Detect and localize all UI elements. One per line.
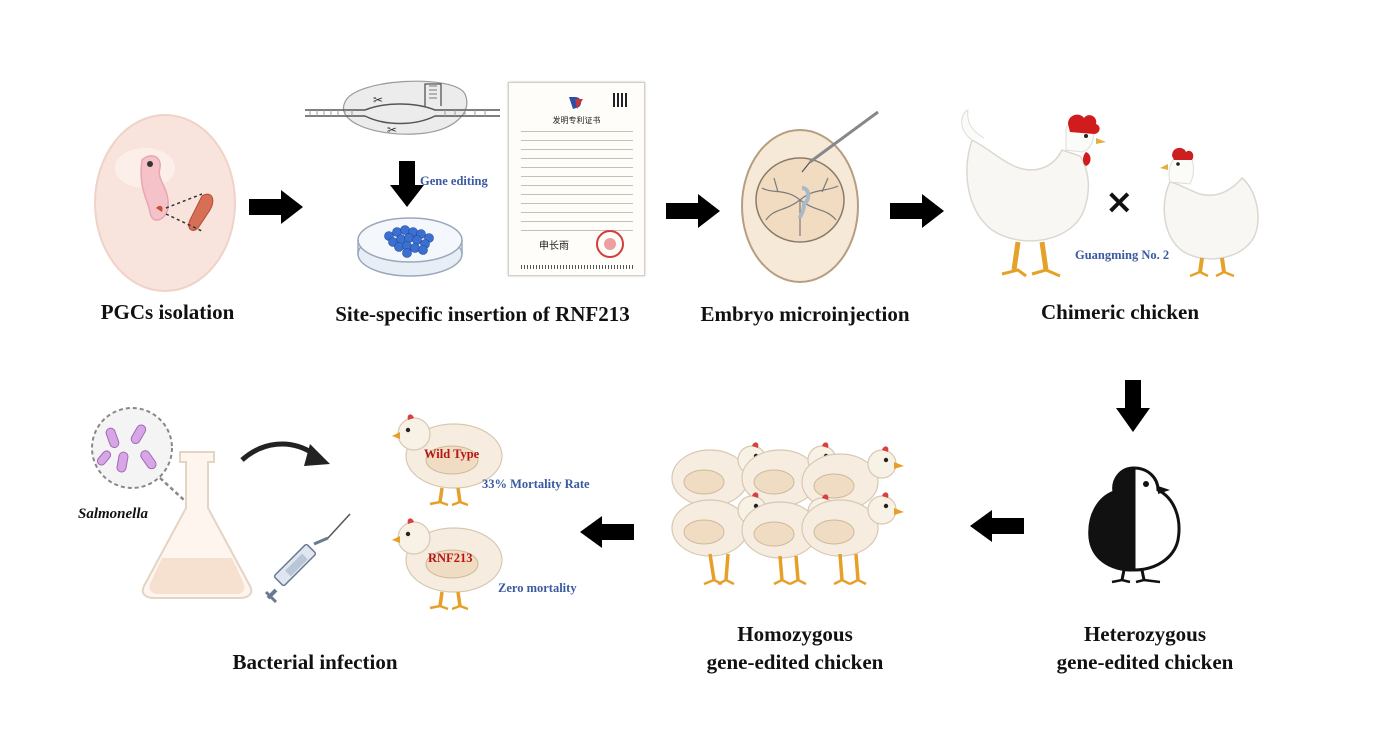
flask-illustration bbox=[141, 451, 253, 599]
caption-homozygous-line1: Homozygous bbox=[737, 622, 853, 646]
rnf213-chick-illustration bbox=[392, 518, 503, 611]
certificate-signature: 申长雨 bbox=[539, 241, 569, 252]
hen-illustration bbox=[1160, 147, 1259, 278]
caption-site-specific-insertion: Site-specific insertion of RNF213 bbox=[335, 302, 630, 326]
rnf213-label: RNF213 bbox=[428, 551, 473, 565]
official-seal-icon bbox=[596, 230, 624, 258]
qr-code-icon bbox=[613, 93, 627, 107]
wild-type-label: Wild Type bbox=[424, 447, 480, 461]
petri-dish-illustration bbox=[357, 217, 463, 277]
cross-symbol: × bbox=[1105, 182, 1134, 222]
homozygous-chicks-illustration bbox=[671, 441, 905, 586]
rooster-illustration bbox=[961, 109, 1106, 278]
svg-text:✂: ✂ bbox=[387, 123, 397, 137]
salmonella-label: Salmonella bbox=[78, 506, 149, 522]
patent-logo-icon bbox=[569, 97, 583, 109]
syringe-illustration bbox=[264, 513, 351, 604]
caption-bacterial-infection: Bacterial infection bbox=[232, 650, 398, 674]
caption-heterozygous-line2: gene-edited chicken bbox=[1056, 650, 1234, 674]
svg-text:✂: ✂ bbox=[373, 93, 383, 107]
arrow-right-1 bbox=[249, 190, 303, 224]
arrow-down-gene-editing bbox=[390, 161, 424, 207]
caption-pgc-isolation: PGCs isolation bbox=[100, 300, 235, 324]
salmonella-magnifier bbox=[91, 407, 185, 501]
wild-type-mortality: 33% Mortality Rate bbox=[482, 477, 590, 491]
patent-certificate: 发明专利证书 申长雨 bbox=[508, 82, 645, 276]
caption-chimeric-chicken: Chimeric chicken bbox=[1040, 300, 1200, 324]
embryo-egg-illustration bbox=[741, 110, 879, 283]
caption-heterozygous-line1: Heterozygous bbox=[1083, 622, 1207, 646]
certificate-text-lines bbox=[521, 131, 633, 231]
arrow-right-2 bbox=[666, 194, 720, 228]
rnf213-mortality: Zero mortality bbox=[498, 581, 577, 595]
arrow-down-heterozygous bbox=[1116, 380, 1150, 432]
gene-editing-label: Gene editing bbox=[420, 174, 488, 188]
guangming-label: Guangming No. 2 bbox=[1075, 248, 1170, 262]
curved-arrow bbox=[240, 441, 330, 466]
caption-embryo-microinjection: Embryo microinjection bbox=[700, 302, 910, 326]
certificate-title: 发明专利证书 bbox=[552, 116, 601, 125]
pgc-egg-illustration bbox=[94, 114, 236, 292]
wild-type-chick-illustration bbox=[392, 414, 503, 507]
arrow-right-3 bbox=[890, 194, 944, 228]
caption-homozygous-line2: gene-edited chicken bbox=[706, 650, 884, 674]
arrow-left-homozygous bbox=[970, 510, 1024, 542]
crispr-dna-illustration: ✂ ✂ bbox=[305, 80, 500, 137]
certificate-barcode bbox=[521, 265, 633, 269]
arrow-left-infection bbox=[580, 516, 634, 548]
heterozygous-chick-illustration bbox=[1088, 466, 1181, 584]
